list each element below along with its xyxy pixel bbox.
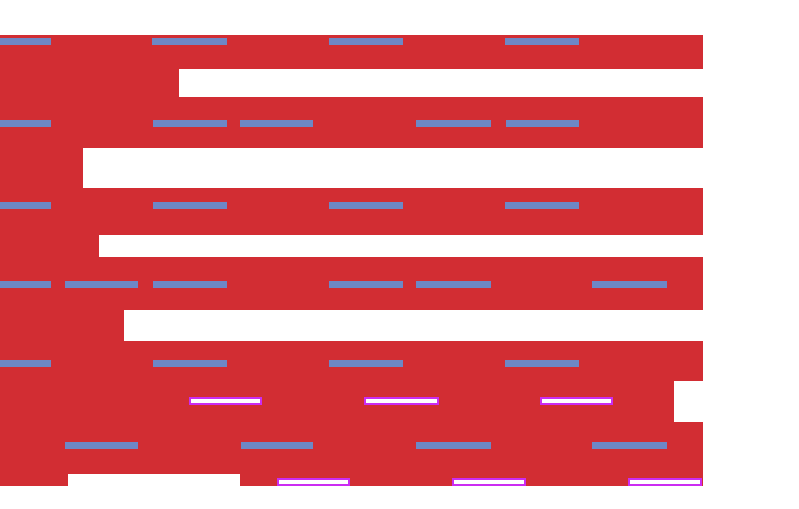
white-gap (68, 474, 240, 486)
white-gap (124, 310, 703, 341)
link-bar[interactable] (0, 202, 51, 209)
link-bar[interactable] (65, 281, 138, 288)
link-bar[interactable] (329, 38, 403, 45)
link-bar[interactable] (0, 360, 51, 367)
link-bar[interactable] (0, 120, 51, 127)
link-bar[interactable] (329, 202, 403, 209)
outlined-link-bar[interactable] (628, 478, 702, 486)
link-bar[interactable] (152, 38, 227, 45)
link-bar[interactable] (153, 120, 227, 127)
link-bar[interactable] (329, 281, 403, 288)
link-bar[interactable] (505, 360, 579, 367)
link-bar[interactable] (592, 442, 667, 449)
link-bar[interactable] (416, 120, 491, 127)
white-gap (179, 69, 703, 97)
link-bar[interactable] (506, 120, 579, 127)
white-gap (674, 381, 703, 422)
outlined-link-bar[interactable] (277, 478, 350, 486)
link-bar[interactable] (240, 120, 313, 127)
white-gap (99, 235, 703, 257)
link-bar[interactable] (153, 202, 227, 209)
outlined-link-bar[interactable] (452, 478, 526, 486)
link-bar[interactable] (0, 281, 51, 288)
outlined-link-bar[interactable] (540, 397, 613, 405)
outlined-link-bar[interactable] (364, 397, 439, 405)
link-bar[interactable] (416, 281, 491, 288)
link-bar[interactable] (505, 38, 579, 45)
red-block (0, 35, 703, 486)
link-bar[interactable] (241, 442, 313, 449)
link-bar[interactable] (153, 281, 227, 288)
link-bar[interactable] (153, 360, 227, 367)
link-bar[interactable] (0, 38, 51, 45)
link-bar[interactable] (65, 442, 138, 449)
white-gap (83, 148, 703, 188)
link-bar[interactable] (592, 281, 667, 288)
link-bar[interactable] (329, 360, 403, 367)
link-bar[interactable] (416, 442, 491, 449)
outlined-link-bar[interactable] (189, 397, 262, 405)
link-bar[interactable] (505, 202, 579, 209)
